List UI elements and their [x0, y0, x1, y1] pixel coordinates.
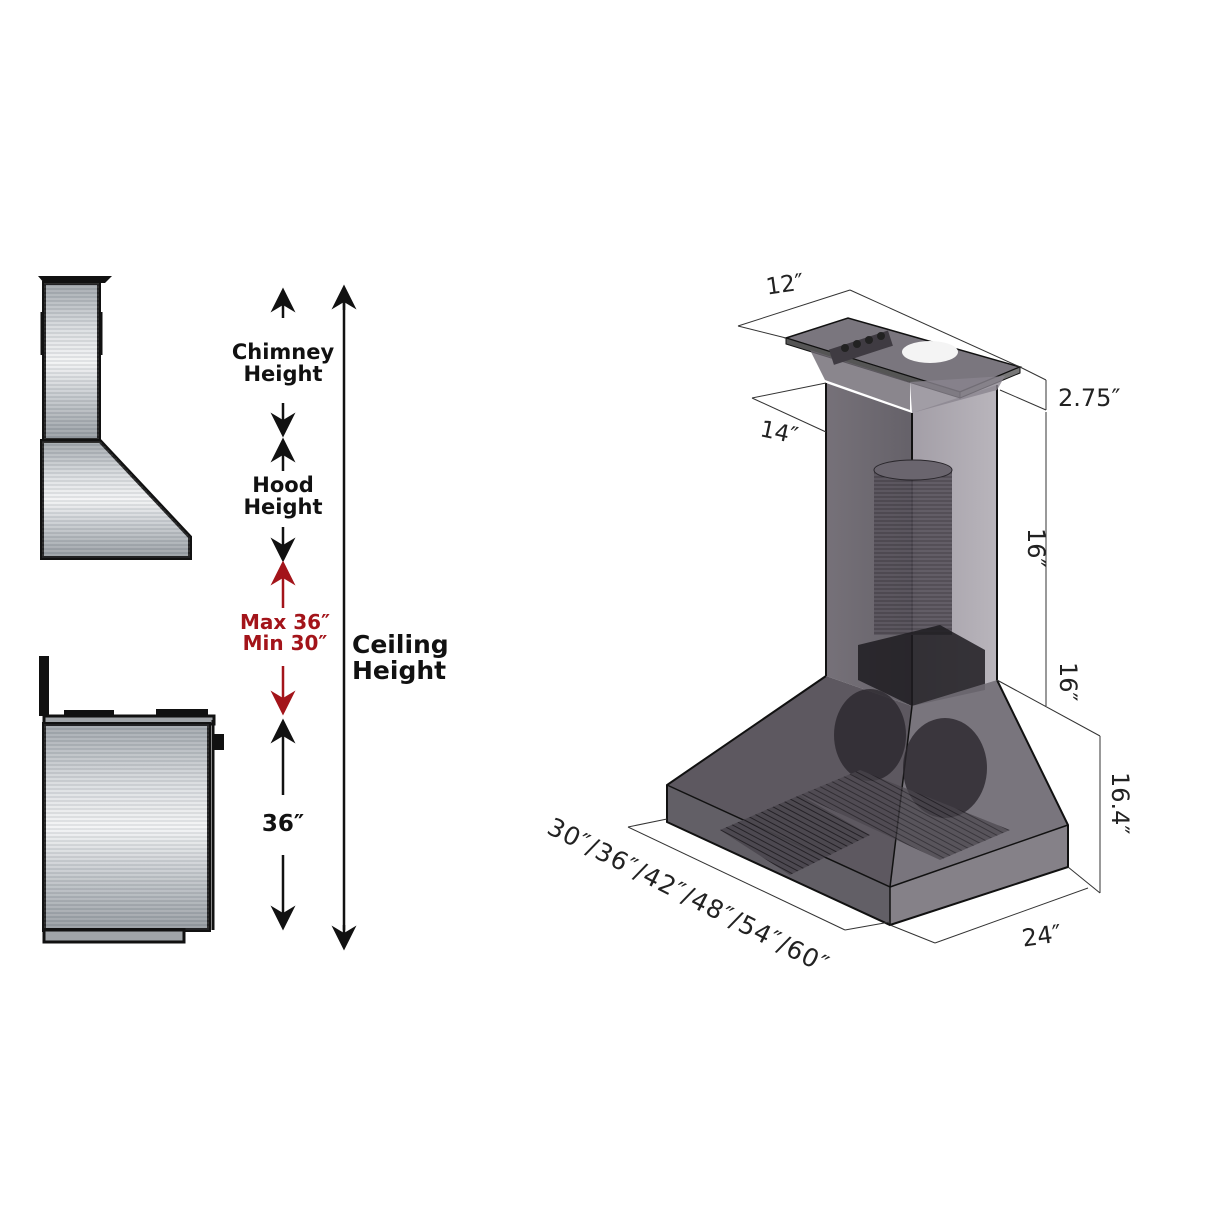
dim-chimney-upper: 16″ [1022, 528, 1050, 568]
range-side-profile [39, 656, 224, 944]
dim-hood-depth: 24″ [1020, 919, 1064, 953]
hood-height-label: Hood Height [243, 473, 323, 520]
clearance-max: Max 36″ [239, 610, 331, 634]
dim-chimney-top-width: 12″ [764, 269, 806, 301]
chimney-crown [783, 317, 1023, 413]
dimension-lines [627, 289, 1101, 944]
hood-body [666, 675, 1069, 927]
hood-side-profile [38, 276, 192, 560]
counter-height-label: 36″ [261, 811, 305, 837]
chimney [825, 383, 998, 706]
dim-chimney-lower: 16″ [1054, 662, 1082, 702]
clearance-label: Max 36″ Min 30″ [226, 612, 344, 654]
dim-hood-height: 16.4″ [1106, 772, 1134, 835]
chimney-height-label: Chimney Height [231, 340, 335, 387]
clearance-min: Min 30″ [242, 631, 328, 655]
ceiling-height-label: Ceiling Height [352, 630, 449, 686]
dim-crown-height: 2.75″ [1058, 384, 1121, 412]
